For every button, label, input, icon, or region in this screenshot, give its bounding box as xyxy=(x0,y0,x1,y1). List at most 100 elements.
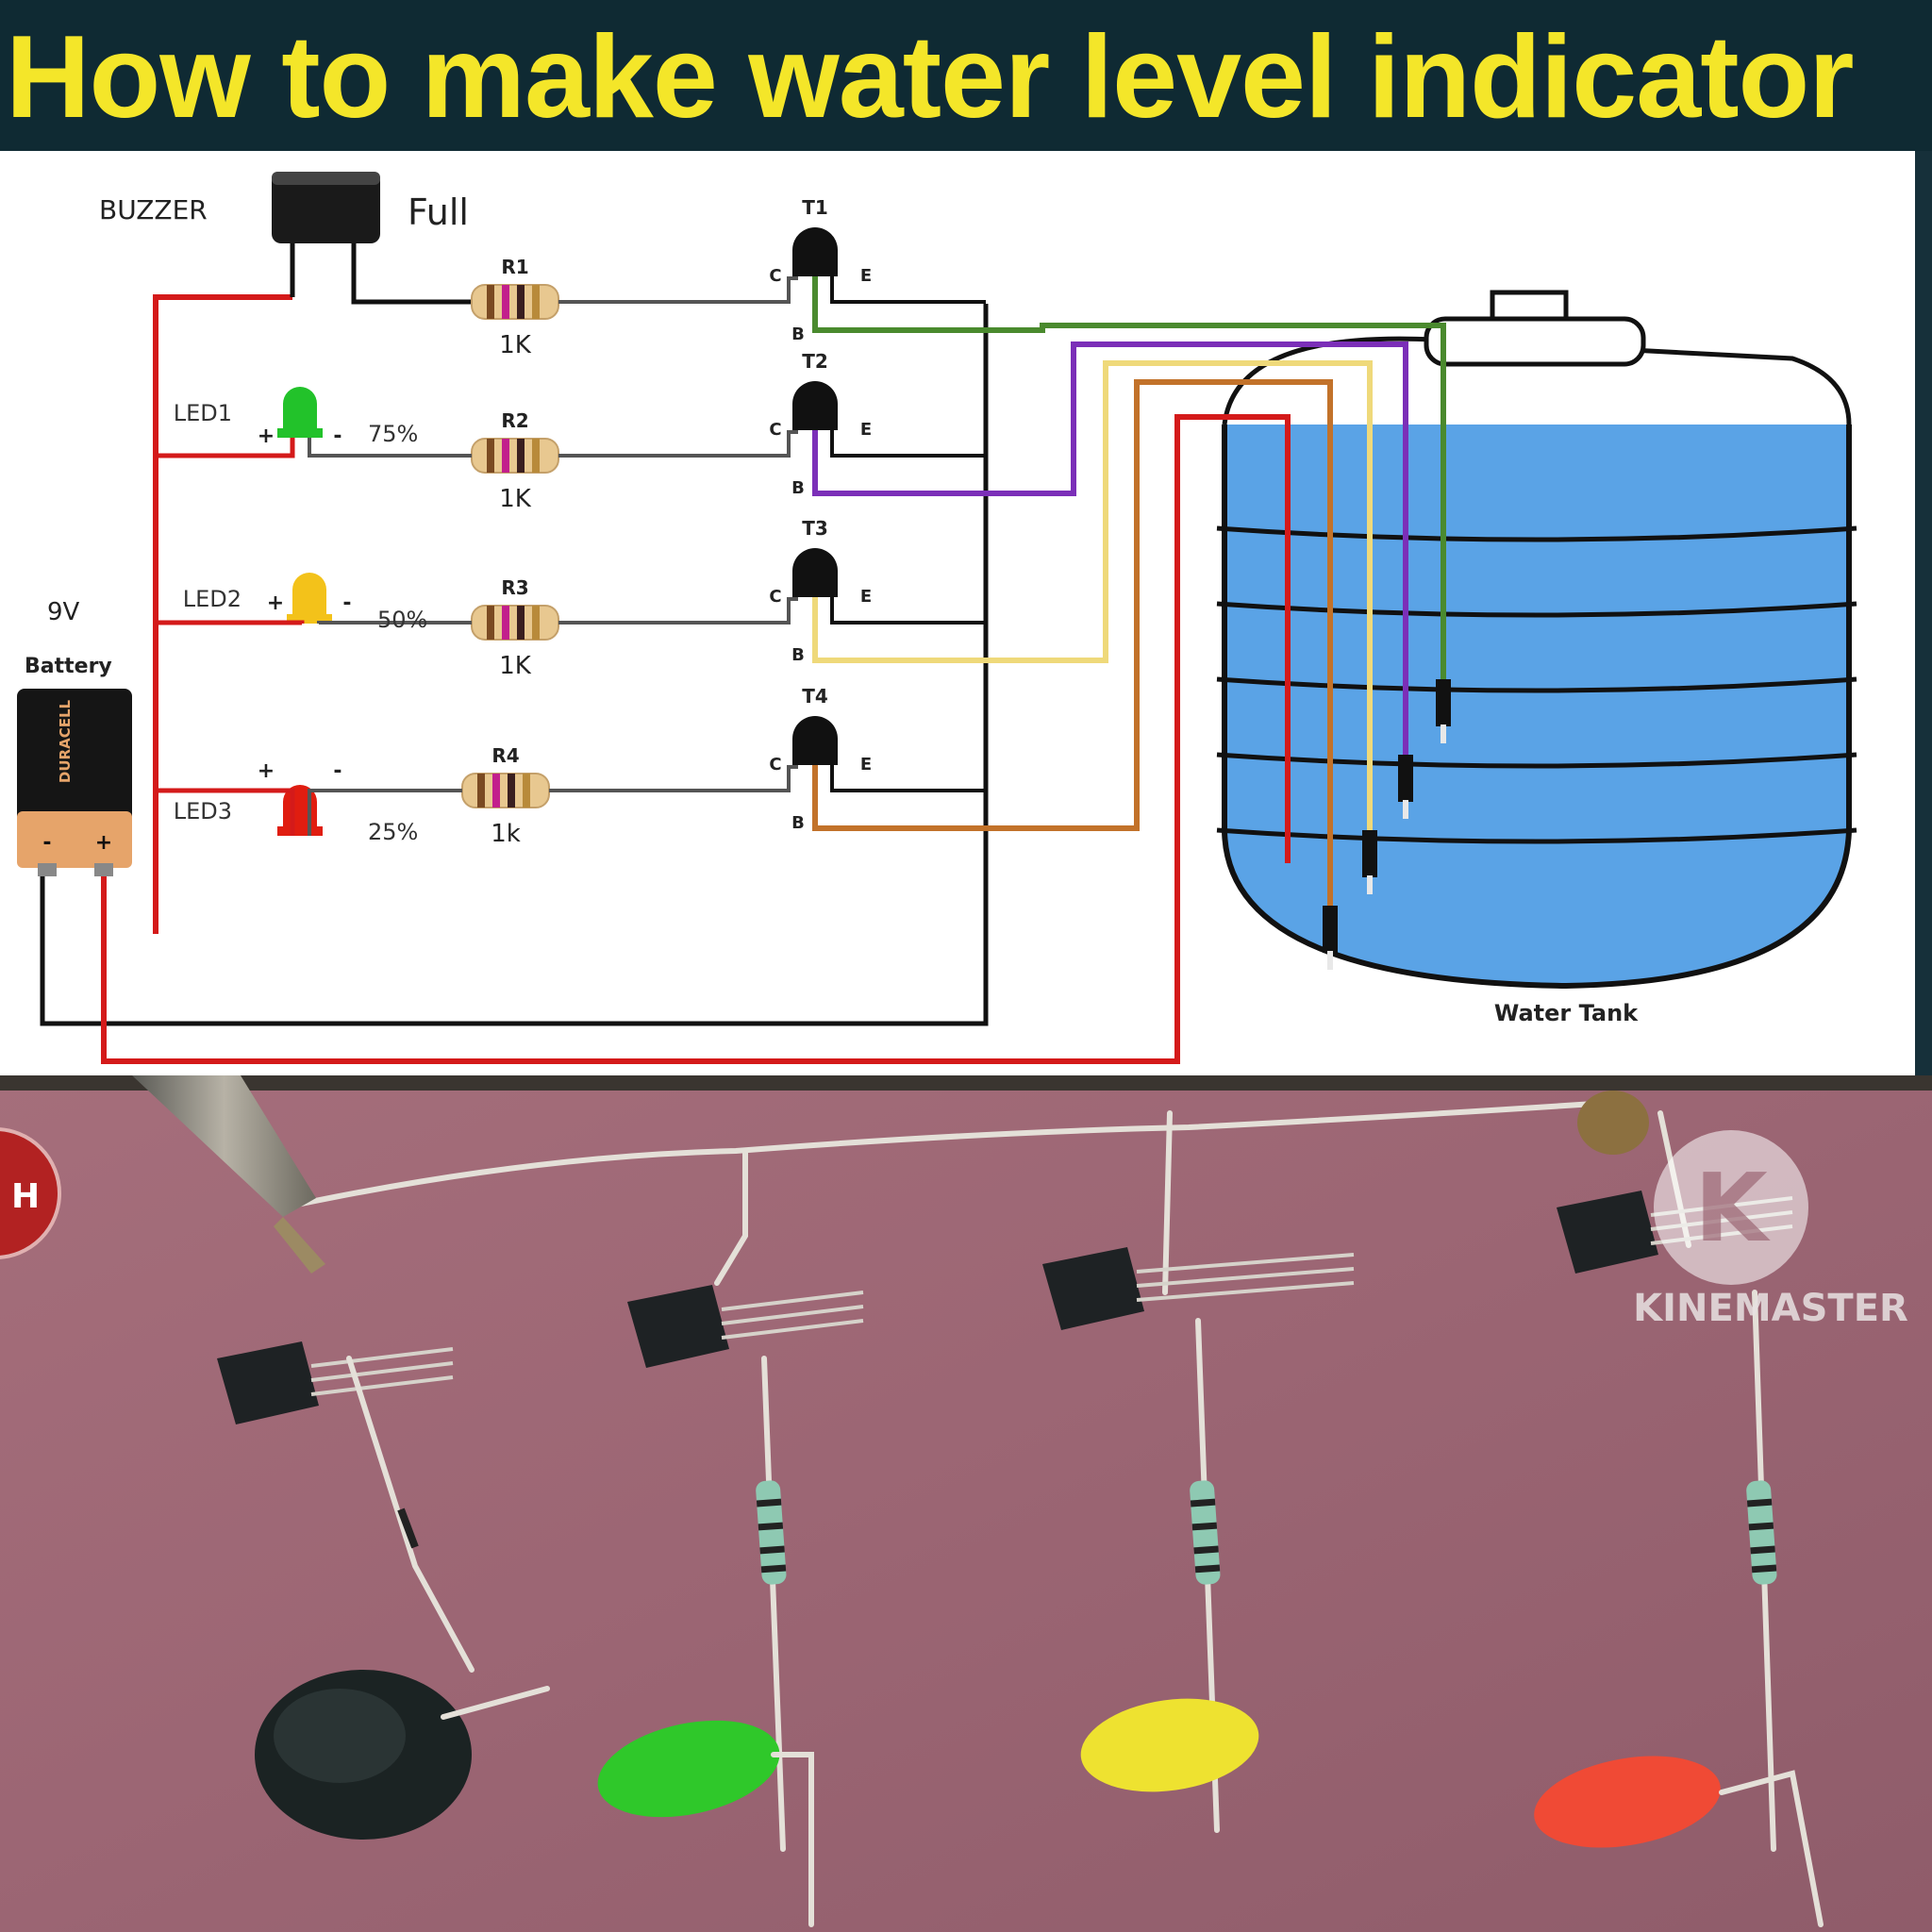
stage-4-transistor-body xyxy=(792,716,838,765)
battery-label: Battery xyxy=(25,655,112,678)
stage-2-emitter-wire xyxy=(830,430,986,458)
bus-wire-top xyxy=(280,1101,1597,1210)
tank-outline xyxy=(1222,425,1852,990)
stage-2-led-anode-wire xyxy=(156,438,295,458)
stage-3-led-body xyxy=(292,573,326,618)
stage-3-resistor-band xyxy=(517,606,525,640)
positive-bus-wire xyxy=(153,294,292,934)
stage-3-resistor-band xyxy=(502,606,509,640)
photo-resistor-band xyxy=(759,1545,785,1555)
stage-4-collector-wire xyxy=(549,765,798,792)
tank-rib xyxy=(1216,601,1857,618)
badge-letter: H xyxy=(11,1177,40,1216)
tank-rib xyxy=(1216,827,1857,844)
battery-cap xyxy=(17,811,132,868)
stage-4-probe-wire xyxy=(812,379,1333,906)
stage-3-emitter-wire xyxy=(830,597,986,625)
photo-resistor-band xyxy=(1191,1522,1218,1531)
stage-4-led-label: LED3 xyxy=(174,798,232,824)
stage-3-resistor-body xyxy=(471,605,559,641)
stage-2-transistor-body xyxy=(792,381,838,430)
photo-resistor-band xyxy=(760,1564,787,1574)
stage-4-led-minus: - xyxy=(333,759,341,783)
badge-icon xyxy=(0,1127,61,1259)
photo-resistor-band xyxy=(1190,1498,1216,1507)
stage-1-pin-b: B xyxy=(791,325,805,344)
kinemaster-logo-icon xyxy=(1654,1130,1808,1285)
stage-4-probe-end xyxy=(1327,951,1333,970)
photo-led-yellow xyxy=(1080,1698,1259,1792)
photo-transistor-3 xyxy=(1042,1247,1144,1330)
stage-3-collector-wire xyxy=(558,597,798,625)
stage-4-resistor-band xyxy=(508,774,515,808)
battery-plus-sign: + xyxy=(95,831,112,855)
stage-3-pin-c: C xyxy=(769,587,781,607)
stage-3-led-cathode-wire xyxy=(317,621,472,625)
page-title: How to make water level indicator xyxy=(6,12,1855,142)
stage-3-transistor-body xyxy=(792,548,838,597)
battery-voltage: 9V xyxy=(47,598,80,626)
tank-label: Water Tank xyxy=(1494,1000,1639,1026)
stage-1-resistor-band xyxy=(502,285,509,319)
stage-3-led-label: LED2 xyxy=(183,586,242,612)
stage-1-emitter-wire xyxy=(830,276,986,304)
stage-1-transistor-body xyxy=(792,227,838,276)
transistor-lead xyxy=(721,1291,864,1311)
stage-2-resistor-label: R2 xyxy=(501,409,528,432)
photo-top-edge xyxy=(0,1075,1932,1091)
stage-4-resistor-value: 1k xyxy=(491,820,521,848)
stage-2-led-body xyxy=(283,387,317,432)
stage-4-emitter-wire xyxy=(830,765,986,792)
photo-resistor-band xyxy=(758,1522,784,1531)
stage-1-resistor-band xyxy=(517,285,525,319)
stage-1-pin-e: E xyxy=(860,266,872,286)
stage-3-transistor-label: T3 xyxy=(802,517,828,540)
buzzer-minus-lead xyxy=(351,243,472,305)
buzzer-body xyxy=(272,172,380,243)
stage-4-led-rim xyxy=(277,826,323,836)
bus-drop-3 xyxy=(1162,1110,1173,1295)
stage-2-pin-c: C xyxy=(769,420,781,440)
stage-4-led-anode-wire xyxy=(156,788,295,836)
stage-1-resistor-label: R1 xyxy=(501,256,528,278)
bus-drop-2 xyxy=(714,1148,748,1286)
stage-1-collector-wire xyxy=(558,276,798,304)
stage-4-probe-tip xyxy=(1323,906,1338,953)
water-fill xyxy=(1224,425,1849,986)
stage-3-resistor-band xyxy=(532,606,540,640)
photo-transistor-2 xyxy=(627,1285,729,1368)
photo-buzzer-top xyxy=(274,1689,406,1783)
stage-2-led-minus: - xyxy=(333,425,341,448)
buzzer-top xyxy=(272,172,380,185)
stage-4-led-plus: + xyxy=(258,759,275,783)
stage-2-resistor-band xyxy=(517,439,525,473)
photo-transistor-1 xyxy=(217,1341,319,1424)
transistor-lead xyxy=(721,1319,864,1340)
stage-4-resistor-band xyxy=(523,774,530,808)
buzzer-label: BUZZER xyxy=(99,194,208,225)
stage-3-pin-e: E xyxy=(860,587,872,607)
stage-2-transistor-label: T2 xyxy=(802,350,828,373)
photo-resistor-band xyxy=(1746,1498,1773,1507)
stage-1-probe-tip xyxy=(1436,679,1451,726)
stage-2-resistor-band xyxy=(487,439,494,473)
transistor-lead xyxy=(1136,1267,1355,1288)
stage-2-probe-wire xyxy=(812,341,1408,755)
stage-2-pin-b: B xyxy=(791,478,805,498)
positive-tank-probe-wire xyxy=(101,414,1291,1064)
stage-1-resistor-body xyxy=(471,284,559,320)
stage-1-probe-end xyxy=(1441,724,1446,743)
soldering-iron-tip xyxy=(274,1217,325,1274)
stage-2-level-label: 75% xyxy=(368,421,418,447)
transistor-lead xyxy=(1136,1253,1355,1274)
photo-resistor-band xyxy=(756,1498,782,1507)
stage-1-resistor-value: 1K xyxy=(499,331,532,359)
soldering-iron xyxy=(132,1075,316,1217)
buzzer-lead-insulation xyxy=(397,1507,419,1549)
stage-3-resistor-label: R3 xyxy=(501,576,528,599)
kinemaster-watermark: KINEMASTER xyxy=(1633,1287,1908,1330)
stage-1-resistor-band xyxy=(487,285,494,319)
stage-2-resistor-band xyxy=(532,439,540,473)
tank-rib xyxy=(1216,752,1857,769)
